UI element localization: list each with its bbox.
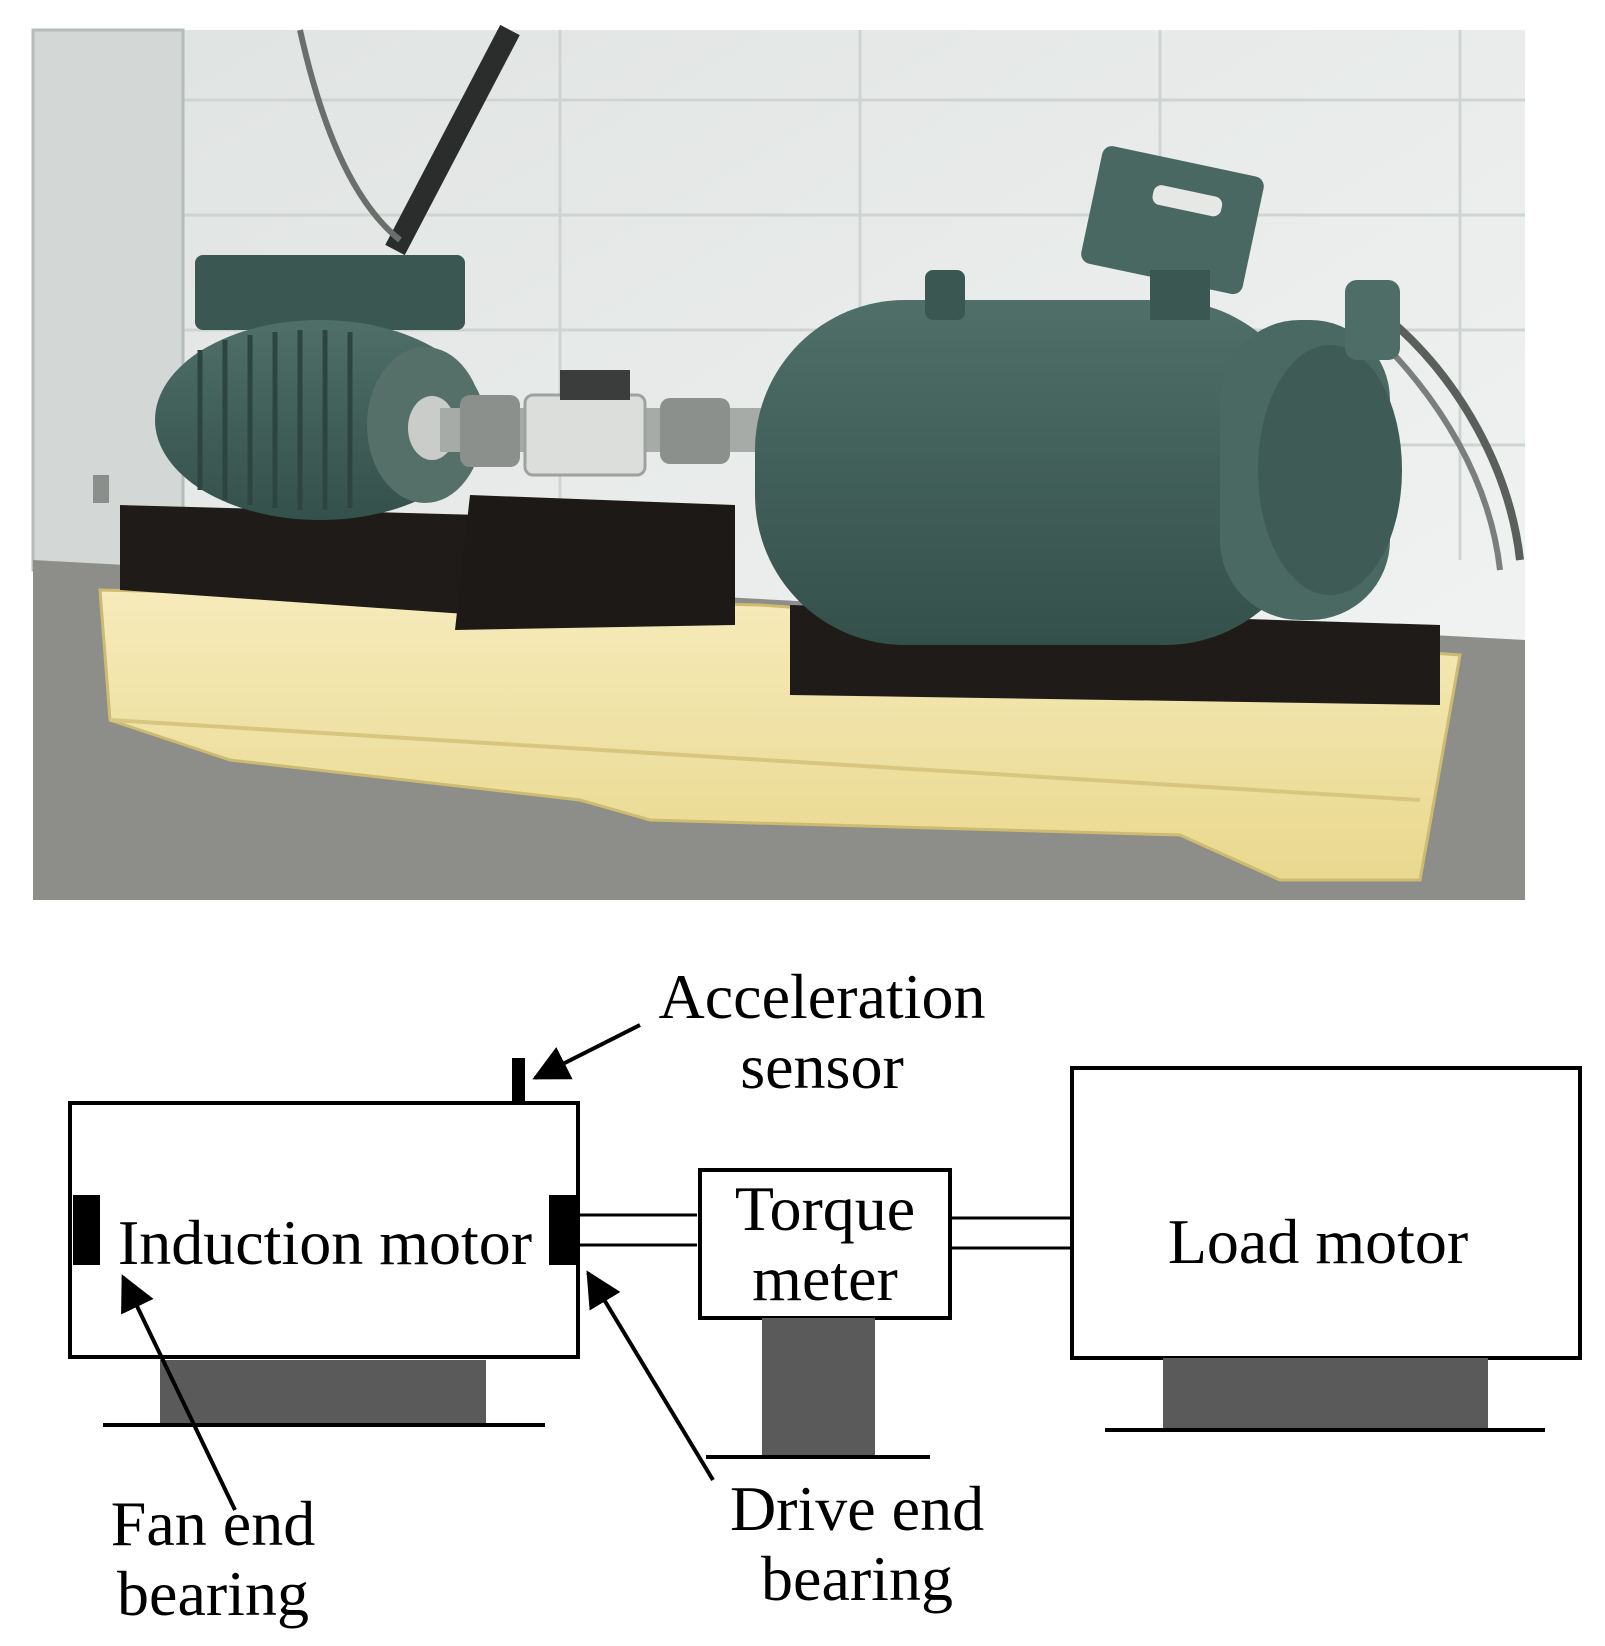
torque-meter-label-line2: meter: [752, 1243, 898, 1314]
schematic-diagram: Induction motor Torque meter Load motor …: [68, 961, 1582, 1629]
acceleration-sensor-arrow: [532, 1023, 641, 1080]
photo-load-motor-end-cap: [1258, 345, 1402, 595]
fan-end-bearing-block: [73, 1195, 100, 1265]
photo-coupling-right: [660, 398, 730, 464]
torque-meter-base: [762, 1318, 875, 1458]
drive-end-bearing-label-line2: bearing: [761, 1543, 953, 1614]
acceleration-sensor-label-line1: Acceleration: [659, 961, 986, 1032]
torque-meter-box: [698, 1168, 952, 1320]
drive-end-bearing-arrow: [586, 1270, 715, 1482]
photo-induction-motor-terminal-box: [195, 255, 465, 330]
acceleration-sensor-label-line2: sensor: [740, 1031, 904, 1102]
load-motor-base: [1163, 1358, 1488, 1428]
induction-motor-base: [160, 1360, 486, 1427]
induction-motor-box: [68, 1101, 580, 1359]
photo-torque-meter-base: [455, 495, 735, 630]
torque-meter-label-line1: Torque: [735, 1173, 915, 1244]
fan-end-bearing-label-line2: bearing: [117, 1558, 309, 1629]
photo-test-rig: [31, 24, 1525, 900]
photo-torque-meter: [523, 393, 647, 477]
load-motor-label: Load motor: [1168, 1206, 1468, 1277]
photo-load-motor-terminal-box: [1081, 146, 1264, 295]
fan-end-bearing-label-line1: Fan end: [111, 1488, 315, 1559]
acceleration-sensor-block: [512, 1058, 525, 1103]
photo-load-motor-body: [755, 300, 1315, 645]
drive-end-bearing-block: [549, 1195, 576, 1265]
photo-induction-motor-base: [120, 505, 480, 615]
fan-end-bearing-arrow: [121, 1274, 237, 1511]
load-motor-box: [1070, 1066, 1582, 1360]
drive-end-bearing-label-line1: Drive end: [730, 1473, 984, 1544]
induction-motor-label: Induction motor: [118, 1207, 532, 1278]
photo-coupling-left: [460, 395, 520, 467]
